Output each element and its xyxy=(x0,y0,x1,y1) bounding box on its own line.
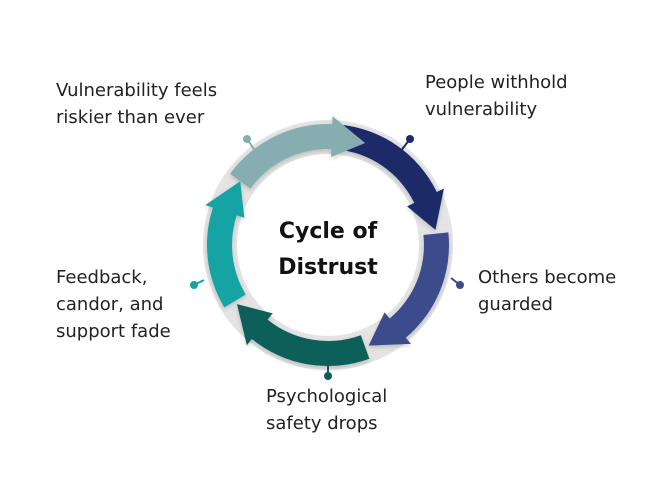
stage-label-1-line-1: People withhold xyxy=(425,72,568,93)
center-title: Cycle of Distrust xyxy=(228,214,428,286)
arrow-segment-stage-5 xyxy=(230,116,366,189)
arrow-segment-stage-3 xyxy=(237,304,370,366)
stage-label-4-line-1: Feedback, xyxy=(56,267,148,288)
connector-dot-stage-3 xyxy=(324,372,332,380)
stage-label-4-line-3: support fade xyxy=(56,321,171,342)
connector-dot-stage-5 xyxy=(243,135,251,143)
cycle-arrows xyxy=(205,116,450,366)
stage-label-2: Others become guarded xyxy=(478,264,616,318)
stage-label-1-line-2: vulnerability xyxy=(425,99,538,120)
arrow-segment-stage-2 xyxy=(368,232,450,346)
stage-label-2-line-1: Others become xyxy=(478,267,617,288)
connector-dot-stage-2 xyxy=(456,281,464,289)
connector-dot-stage-1 xyxy=(406,135,414,143)
center-title-line-1: Cycle of xyxy=(278,219,378,244)
arrow-segment-stage-1 xyxy=(336,124,444,230)
stage-label-5-line-1: Vulnerability feels xyxy=(56,80,218,101)
stage-label-2-line-2: guarded xyxy=(478,294,553,315)
arrow-segment-stage-4 xyxy=(205,181,246,308)
stage-label-5-line-2: riskier than ever xyxy=(56,107,205,128)
center-title-line-2: Distrust xyxy=(278,255,378,280)
stage-label-5: Vulnerability feels riskier than ever xyxy=(56,77,217,131)
stage-label-4-line-2: candor, and xyxy=(56,294,164,315)
inner-disc xyxy=(244,161,412,329)
connector-dot-stage-4 xyxy=(190,281,198,289)
stage-label-1: People withhold vulnerability xyxy=(425,69,568,123)
stage-label-3-line-1: Psychological xyxy=(266,386,388,407)
stage-label-3: Psychological safety drops xyxy=(266,383,387,437)
stage-label-3-line-2: safety drops xyxy=(266,413,378,434)
stage-label-4: Feedback, candor, and support fade xyxy=(56,264,171,345)
